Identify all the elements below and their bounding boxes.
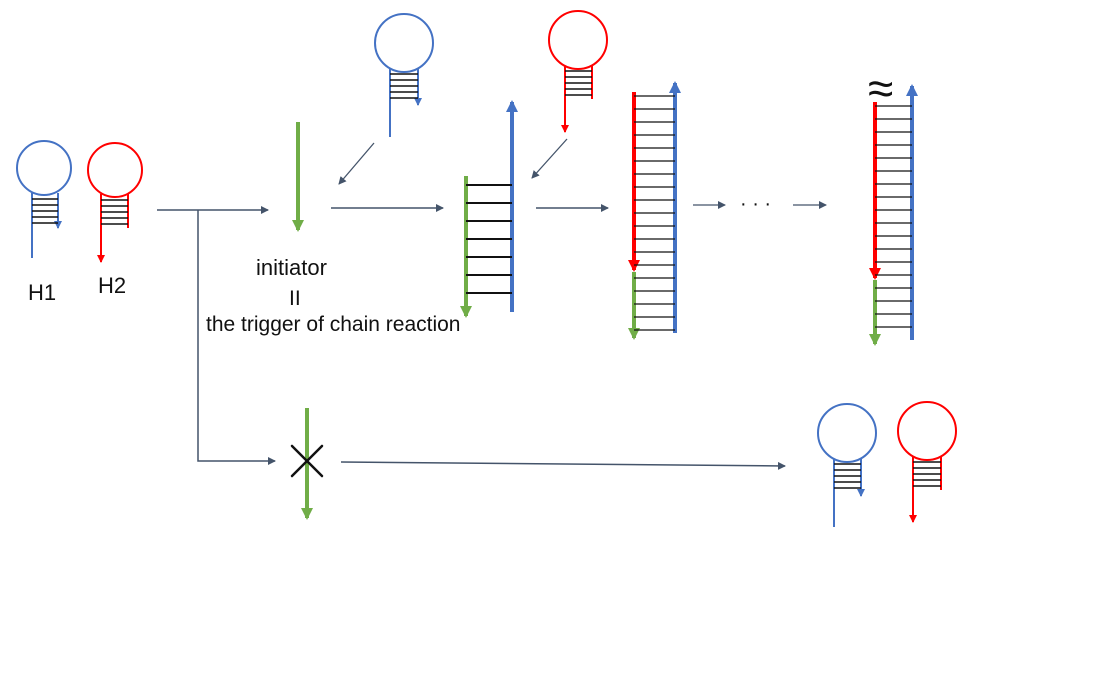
hairpin-h2-unreacted: [897, 401, 957, 523]
branch-arrows: [157, 206, 276, 465]
polymer-chain: [869, 84, 918, 346]
hairpin-h1-top: [374, 13, 434, 137]
hairpin-h2-top: [548, 10, 608, 133]
h1-label: H1: [28, 280, 56, 305]
arrow-to-no-initiator: [197, 210, 276, 465]
hairpin-h1: [16, 140, 72, 258]
initiator-label: initiator: [256, 255, 327, 280]
hairpin-h1-unreacted: [817, 403, 877, 527]
arrow-h2-join: [531, 138, 568, 179]
continuation-dots: · · ·: [740, 193, 771, 215]
arrow-to-unreacted: [340, 461, 786, 470]
equals-label: II: [289, 287, 301, 310]
x-mark-icon: [290, 444, 324, 478]
duplex-initiator-h1-h2: [628, 81, 681, 340]
hairpin-h2: [87, 142, 143, 263]
trigger-label: the trigger of chain reaction: [206, 313, 460, 336]
approx-icon: ≈: [868, 62, 893, 114]
h2-label: H2: [98, 273, 126, 298]
duplex-initiator-h1: [460, 100, 518, 318]
arrow-h1-join: [338, 142, 375, 185]
